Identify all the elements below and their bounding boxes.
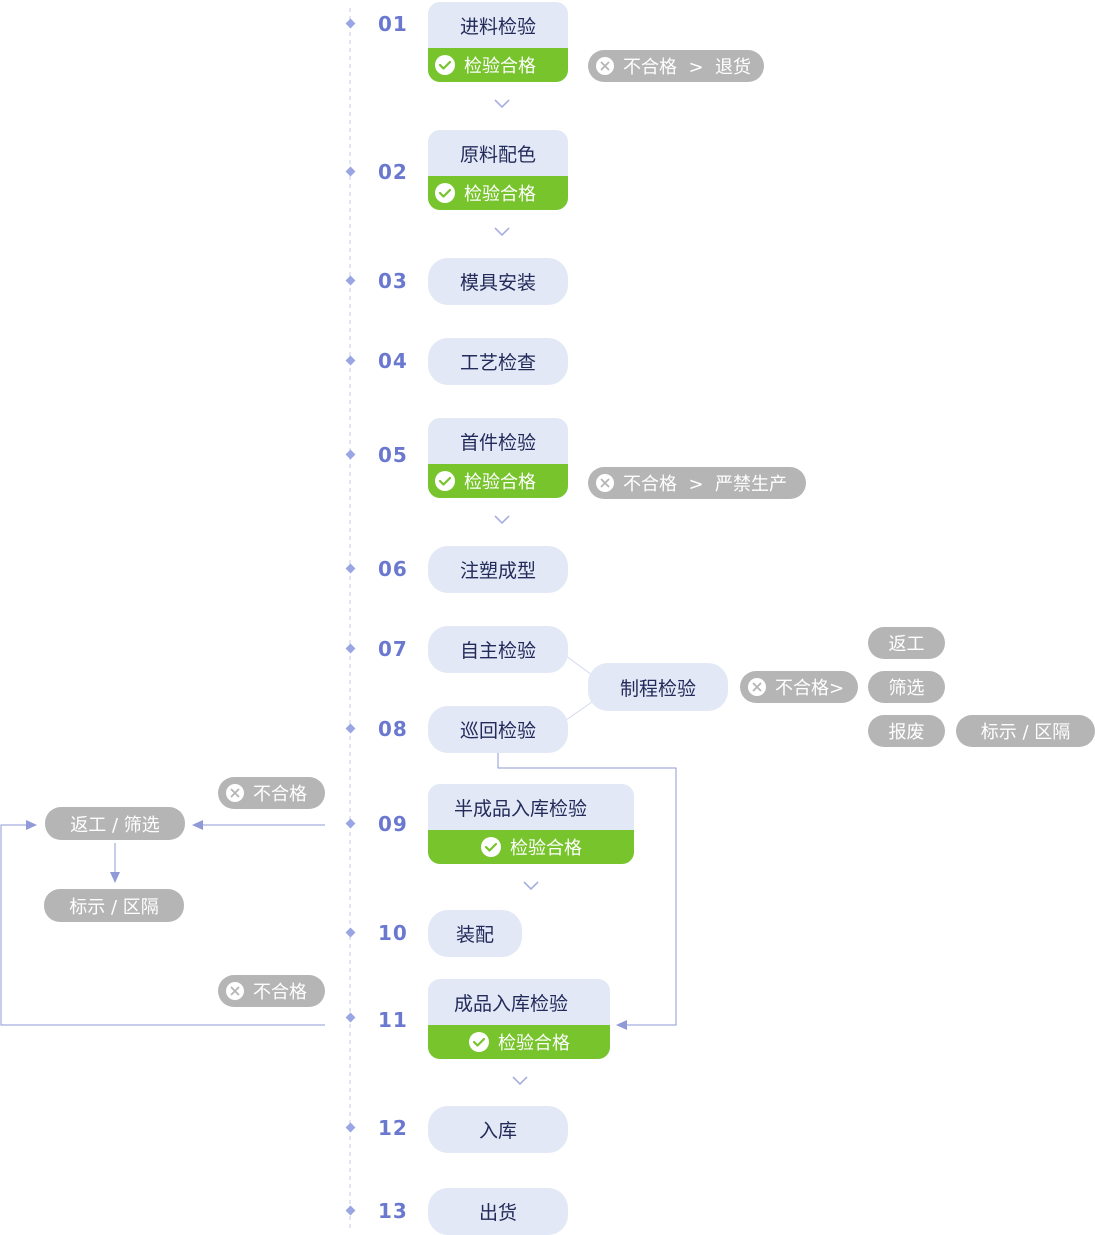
step-pass-label-02: 检验合格 bbox=[464, 184, 536, 205]
step-number-11: 11 bbox=[378, 1008, 408, 1032]
step-title-09: 半成品入库检验 bbox=[454, 797, 588, 820]
x-circle-icon bbox=[596, 57, 614, 75]
step-title-05: 首件检验 bbox=[459, 431, 536, 454]
step-number-06: 06 bbox=[378, 557, 408, 581]
outcome-screening: 筛选 bbox=[868, 671, 945, 703]
x-circle-icon bbox=[226, 982, 244, 1000]
x-circle-icon bbox=[596, 474, 614, 492]
check-circle-icon bbox=[481, 837, 501, 857]
fail-label-11: 不合格 bbox=[253, 982, 307, 1003]
step-title-11: 成品入库检验 bbox=[454, 992, 569, 1015]
chevron-down-icon bbox=[494, 99, 510, 109]
step-number-01: 01 bbox=[378, 12, 408, 36]
step-number-03: 03 bbox=[378, 269, 408, 293]
x-circle-icon bbox=[748, 678, 766, 696]
step-box-09: 半成品入库检验 检验合格 bbox=[428, 784, 634, 864]
x-circle-icon bbox=[226, 784, 244, 802]
rework-screening-pill: 返工 / 筛选 bbox=[45, 807, 185, 840]
step-box-13: 出货 bbox=[428, 1188, 568, 1235]
step-number-05: 05 bbox=[378, 443, 408, 467]
fail-pill-05: 不合格 > 严禁生产 bbox=[588, 467, 806, 499]
check-circle-icon bbox=[435, 183, 455, 203]
step-number-08: 08 bbox=[378, 717, 408, 741]
process-fail-pill: 不合格> bbox=[740, 671, 858, 703]
outcome-rework: 返工 bbox=[868, 627, 945, 659]
step-pass-01: 检验合格 bbox=[428, 48, 568, 82]
process-inspection-box: 制程检验 bbox=[588, 663, 728, 711]
step-box-11: 成品入库检验 检验合格 bbox=[428, 979, 610, 1059]
step-box-07: 自主检验 bbox=[428, 626, 568, 673]
chevron-down-icon bbox=[523, 881, 539, 891]
fail-pill-01: 不合格 > 退货 bbox=[588, 50, 764, 82]
fail-11-arrowhead bbox=[26, 820, 37, 830]
step-pass-label-01: 检验合格 bbox=[464, 56, 536, 77]
connector-07 bbox=[565, 655, 593, 676]
step-box-05: 首件检验 检验合格 bbox=[428, 418, 568, 498]
step-number-04: 04 bbox=[378, 349, 408, 373]
step-number-12: 12 bbox=[378, 1116, 408, 1140]
fail-label-01: 不合格 > 退货 bbox=[623, 57, 751, 78]
fail-label-09: 不合格 bbox=[253, 784, 307, 805]
chevron-down-icon bbox=[494, 515, 510, 525]
chevron-down-icon bbox=[494, 227, 510, 237]
step-number-09: 09 bbox=[378, 812, 408, 836]
step-pass-09: 检验合格 bbox=[428, 830, 634, 864]
step-box-02: 原料配色 检验合格 bbox=[428, 130, 568, 210]
step-title-02: 原料配色 bbox=[459, 143, 536, 166]
check-circle-icon bbox=[435, 55, 455, 75]
step-box-10: 装配 bbox=[428, 910, 522, 957]
step-pass-02: 检验合格 bbox=[428, 176, 568, 210]
fail-pill-09: 不合格 bbox=[218, 777, 325, 809]
step-box-01: 进料检验 检验合格 bbox=[428, 2, 568, 82]
step-pass-label-11: 检验合格 bbox=[498, 1033, 570, 1054]
step-number-02: 02 bbox=[378, 160, 408, 184]
fail-label-05: 不合格 > 严禁生产 bbox=[623, 474, 787, 495]
outcome-mark: 标示 / 区隔 bbox=[956, 715, 1095, 747]
step-number-07: 07 bbox=[378, 637, 408, 661]
bypass-line bbox=[497, 752, 677, 1026]
step-box-03: 模具安装 bbox=[428, 258, 568, 305]
step-title-01: 进料检验 bbox=[459, 15, 536, 38]
fail-11-loop-line bbox=[0, 824, 325, 1026]
process-fail-label: 不合格> bbox=[775, 678, 845, 699]
check-circle-icon bbox=[469, 1032, 489, 1052]
fail-09-arrowhead bbox=[192, 820, 203, 830]
step-pass-05: 检验合格 bbox=[428, 464, 568, 498]
step-pass-label-05: 检验合格 bbox=[464, 472, 536, 493]
step-pass-11: 检验合格 bbox=[428, 1025, 610, 1059]
step-box-12: 入库 bbox=[428, 1106, 568, 1153]
chevron-down-icon bbox=[512, 1076, 528, 1086]
step-pass-label-09: 检验合格 bbox=[510, 838, 582, 859]
mark-isolate-pill: 标示 / 区隔 bbox=[44, 889, 184, 922]
step-box-06: 注塑成型 bbox=[428, 546, 568, 593]
step-box-04: 工艺检查 bbox=[428, 338, 568, 385]
fail-pill-11: 不合格 bbox=[218, 975, 325, 1007]
step-number-10: 10 bbox=[378, 921, 408, 945]
rework-down-arrowhead bbox=[110, 872, 120, 883]
step-box-08: 巡回检验 bbox=[428, 706, 568, 753]
check-circle-icon bbox=[435, 471, 455, 491]
connector-08 bbox=[565, 701, 593, 721]
outcome-scrap: 报废 bbox=[868, 715, 945, 747]
bypass-arrowhead bbox=[616, 1020, 627, 1030]
step-number-13: 13 bbox=[378, 1199, 408, 1223]
